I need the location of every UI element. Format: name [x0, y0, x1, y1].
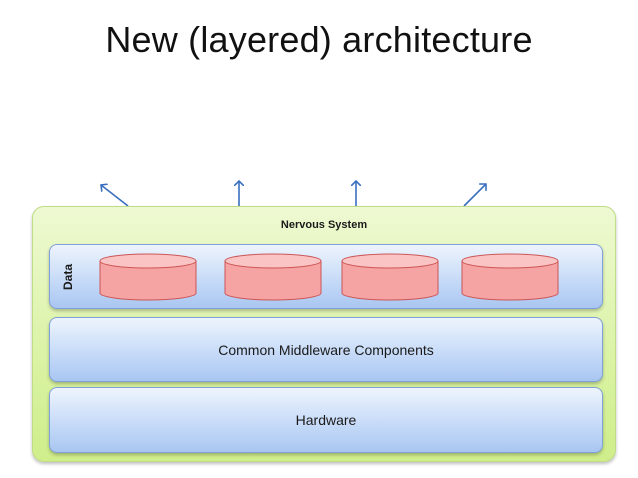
middleware-layer: Common Middleware Components	[49, 317, 603, 382]
database-cylinder-icon	[341, 253, 439, 301]
middleware-layer-label: Common Middleware Components	[218, 342, 434, 358]
data-layer: Data	[49, 244, 603, 309]
slide-title: New (layered) architecture	[105, 19, 533, 60]
nervous-system-label: Nervous System	[280, 219, 368, 231]
hardware-layer: Hardware	[49, 387, 603, 453]
hardware-layer-label: Hardware	[295, 412, 357, 428]
nervous-system-container: Nervous System Data Common Middleware Co…	[32, 206, 616, 462]
database-cylinder-icon	[461, 253, 559, 301]
arrow-4	[463, 184, 486, 207]
database-cylinder-icon	[224, 253, 322, 301]
data-layer-label: Data	[61, 264, 75, 291]
arrow-1	[101, 185, 129, 207]
database-cylinder-icon	[99, 253, 197, 301]
